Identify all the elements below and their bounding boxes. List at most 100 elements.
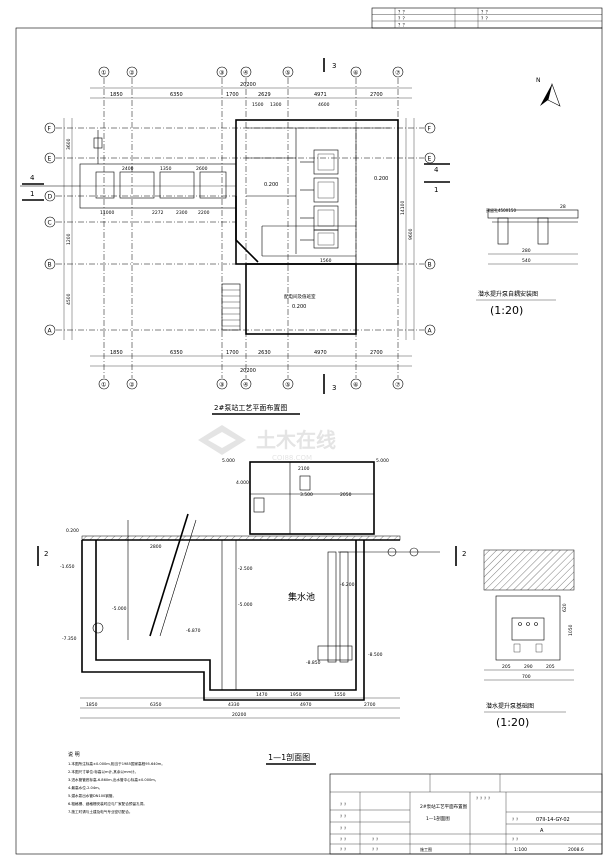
dim-label: 1700 (226, 92, 239, 98)
plan-pumps (300, 149, 339, 249)
dim-label: 28 (560, 204, 566, 210)
dim-label: 14100 (400, 201, 406, 215)
dim-label: 4600 (318, 102, 330, 108)
note-item: 6.粗格栅、细格栅安装时应与厂家配合预留孔洞。 (68, 801, 147, 806)
section-mark: 2 (44, 550, 48, 558)
detail-title: 潜水提升泵基础图 (486, 702, 534, 710)
north-arrow-icon: N (536, 77, 561, 107)
tb-drawing-no: 07II-14-GY-02 (536, 817, 570, 823)
dim-label: 205 (546, 664, 555, 670)
level-label: 0.200 (292, 304, 306, 310)
axis-label: ④ (243, 70, 248, 77)
level-label: 4.000 (236, 480, 249, 486)
dim-total: 20200 (240, 82, 256, 88)
axis-label: A (48, 328, 53, 335)
dim-label: 4330 (228, 702, 240, 708)
detail-scale: (1:20) (496, 716, 529, 729)
axis-label: ⑥ (353, 70, 358, 77)
axis-label: C (48, 220, 52, 227)
room-label: 配电间及值班室 (284, 293, 316, 300)
dim-label: 2200 (198, 210, 210, 216)
watermark-text: 土木在线 (256, 428, 336, 452)
dim-label: 1850 (110, 350, 123, 356)
tb-sheet: A (540, 828, 544, 834)
axis-label: D (48, 194, 53, 201)
dim-label: 290 (524, 664, 533, 670)
dim-label: 4971 (314, 92, 327, 98)
section-mark: 3 (332, 384, 336, 392)
section-mark: 3 (332, 62, 336, 70)
dim-label: 1470 (256, 692, 268, 698)
level-label: -5.000 (112, 606, 127, 612)
plan-section-marks: 3 3 4 1 4 1 (22, 58, 450, 394)
axis-label: A (428, 328, 433, 335)
tb-placeholder: ？？ (340, 837, 348, 842)
dim-label: 2629 (258, 92, 271, 98)
dim-label: 1560 (320, 258, 332, 264)
dim-label: 205 (502, 664, 511, 670)
plan-axis-bottom: ① ② ③ ④ ⑤ ⑥ ⑦ (98, 378, 404, 390)
title-block: ？？ ？？ ？？ ？？ ？？ ？？ ？？ 2#泵站工艺平面布置图 1—1剖面图 … (329, 773, 603, 855)
dim-label: 4970 (300, 702, 312, 708)
dim-label: 2700 (370, 350, 383, 356)
plan-walls (235, 119, 399, 335)
level-label: -5.000 (238, 602, 253, 608)
watermark: 土木在线 COI88.COM (198, 425, 336, 462)
dim-label: 3600 (66, 138, 72, 150)
dim-label: 6350 (170, 350, 183, 356)
level-label: 0.200 (374, 176, 388, 182)
axis-label: E (428, 156, 432, 163)
detail-note: 预留孔450X150 (486, 207, 516, 213)
section-mark: 4 (434, 166, 439, 174)
plan-dims-right: 14100 9600 (400, 118, 415, 340)
level-label: -8.500 (368, 652, 383, 658)
level-label: 5.000 (376, 458, 389, 464)
plan-stairs (221, 283, 241, 331)
level-label: 0.200 (264, 182, 278, 188)
axis-label: ⑦ (395, 382, 401, 389)
section-mark: 1 (434, 186, 438, 194)
dim-label: 1700 (226, 350, 239, 356)
note-item: 7.施工时请与土建及电气专业密切配合。 (68, 809, 133, 814)
axis-label: ⑤ (285, 70, 290, 77)
plan-dims-bottom: 1850 6350 1700 2630 4970 2700 20200 (90, 350, 412, 374)
section-mark: 4 (30, 174, 35, 182)
level-label: -6.870 (186, 628, 201, 634)
svg-text:N: N (536, 77, 541, 84)
rev-cell: ？？ (481, 16, 490, 22)
axis-label: ③ (219, 382, 224, 389)
sheet-border (15, 27, 603, 855)
dim-label: 2400 (122, 166, 134, 172)
tb-drawing-name: 1—1剖面图 (426, 815, 450, 822)
dim-label: 1050 (568, 624, 574, 636)
plan-dims-top: 1850 6350 1700 2629 4971 2700 20200 1500… (90, 82, 412, 108)
axis-label: ① (101, 70, 106, 77)
axis-label: ① (101, 382, 106, 389)
tb-scale: 1:100 (514, 847, 527, 853)
plan-grid (56, 78, 424, 378)
axis-label: ③ (219, 70, 224, 77)
rev-cell: ？？ (398, 10, 407, 16)
section-view: 5.000 5.000 4.000 3.500 0.200 -1.650 -2.… (37, 458, 466, 765)
tb-date: 2008.6 (568, 847, 584, 853)
tb-placeholder: ？？ (340, 847, 348, 852)
dim-label: 2050 (340, 492, 352, 498)
tb-placeholder: ？？ (340, 826, 348, 831)
rev-cell: ？？ (481, 10, 490, 16)
axis-label: E (48, 156, 52, 163)
tb-placeholder: ？？ (512, 817, 520, 822)
tb-label: ？？ (512, 837, 520, 842)
dim-label: 4970 (314, 350, 327, 356)
dim-label: 2100 (298, 466, 310, 472)
tb-label: 施工图 (420, 846, 432, 852)
watermark-sub: COI88.COM (272, 454, 312, 462)
axis-label: ④ (243, 382, 248, 389)
dim-total: 20200 (232, 712, 246, 718)
dim-label: 4500 (66, 293, 72, 305)
note-item: 5.潜水泵出水管DN100钢管。 (68, 793, 116, 798)
rev-cell: ？？ (398, 23, 407, 29)
plan-inlet-channel: 2400 1350 2600 11000 2272 2300 2200 1560 (20, 130, 332, 264)
note-item: 4.最高水位-2.04m。 (68, 785, 102, 790)
dim-label: 700 (522, 674, 531, 680)
plan-dims-left: 3600 1200 4500 (63, 118, 73, 340)
